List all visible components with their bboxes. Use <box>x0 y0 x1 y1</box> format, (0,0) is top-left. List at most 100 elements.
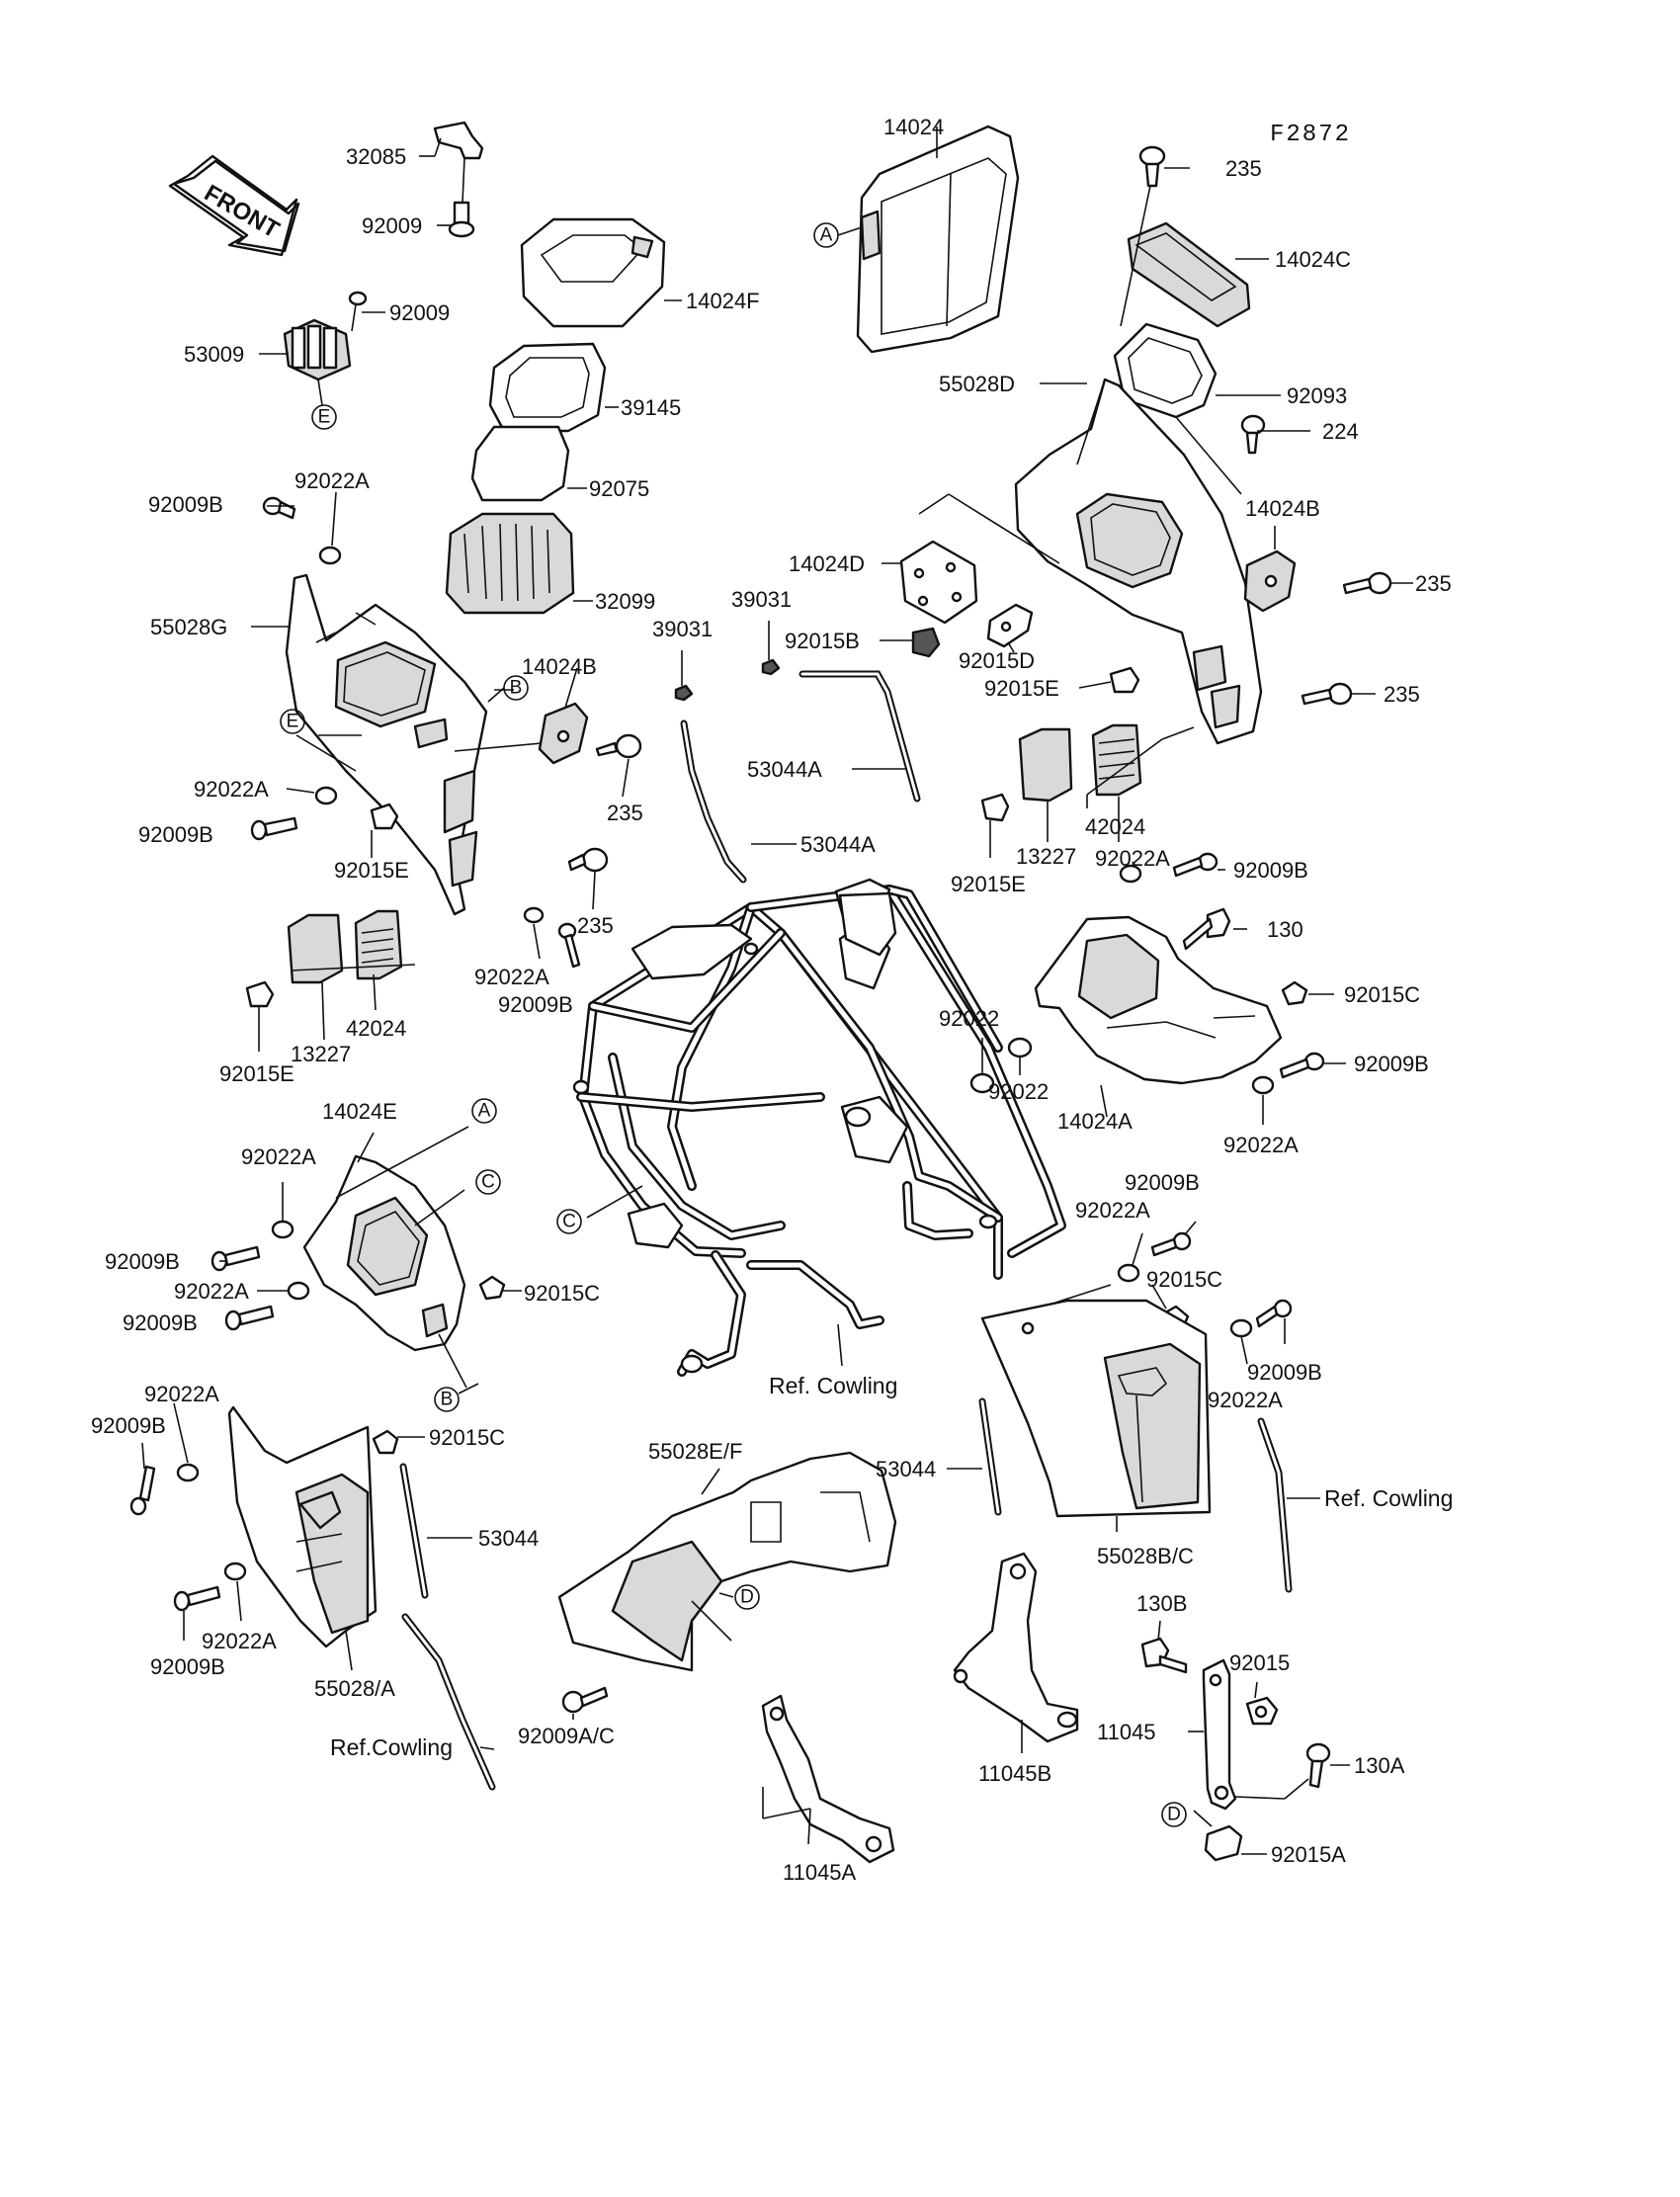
label-92009-top: 92009 <box>362 213 422 238</box>
label-53044-l: 53044 <box>478 1526 539 1551</box>
bolt-92009B-c1 <box>1150 1231 1192 1257</box>
label-92022A-l1: 92022A <box>294 468 370 493</box>
callout-d-right: D <box>1161 1802 1187 1827</box>
label-92009B-l2: 92009B <box>138 822 213 847</box>
bolt-92009-top <box>448 201 475 238</box>
duct-14024A <box>1034 915 1283 1085</box>
label-235-l2: 235 <box>577 913 614 938</box>
label-55028A: 55028/A <box>314 1676 395 1701</box>
relay-pack-left <box>287 909 403 984</box>
nut-92015E-l1 <box>370 803 399 830</box>
label-92009B-e2: 92009B <box>123 1310 198 1335</box>
nut-92015E-r1 <box>1109 666 1140 694</box>
label-92015E-l1: 92015E <box>334 858 409 883</box>
callout-c-left-label: C <box>481 1172 495 1193</box>
nut-92015 <box>1245 1696 1279 1726</box>
washer-92022A-r2 <box>1251 1075 1275 1095</box>
label-92009B-l3: 92009B <box>498 992 573 1017</box>
cover-55028EF <box>557 1451 897 1672</box>
relay-pack-right <box>1018 723 1142 803</box>
nut-92015E-l2 <box>245 980 275 1008</box>
label-53044A-2: 53044A <box>800 832 876 857</box>
washer-92022-b <box>1007 1037 1033 1058</box>
callout-a-mid: A <box>471 1098 497 1124</box>
cowl-55028A <box>227 1405 378 1648</box>
washer-92022A-c2 <box>1229 1318 1253 1338</box>
label-55028BC: 55028B/C <box>1097 1544 1194 1568</box>
callout-a-top-label: A <box>820 225 833 246</box>
label-42024-r: 42024 <box>1085 814 1145 839</box>
label-92009B-bl1: 92009B <box>91 1413 166 1438</box>
label-92015A: 92015A <box>1271 1842 1346 1867</box>
label-92022A-r2: 92022A <box>1223 1133 1299 1157</box>
label-14024C: 14024C <box>1275 247 1351 272</box>
callout-b-mid: B <box>434 1383 479 1412</box>
label-92093: 92093 <box>1287 383 1347 408</box>
callout-e-left-label: E <box>287 712 299 732</box>
bolt-92009B-r1 <box>1172 852 1218 878</box>
bracket-32085 <box>433 121 484 204</box>
washer-92022A-l2 <box>314 786 338 805</box>
label-92015C-r1: 92015C <box>1344 982 1420 1007</box>
duct-14024E <box>302 1154 466 1352</box>
pad-92075 <box>470 425 570 502</box>
label-92015E-r1: 92015E <box>984 676 1059 701</box>
callout-b-left: B <box>487 675 529 703</box>
bolt-235-r2 <box>1342 571 1392 595</box>
callout-e-top: E <box>311 404 337 430</box>
label-92015E-r2: 92015E <box>951 872 1026 896</box>
bolt-235-l2 <box>567 847 609 873</box>
label-92009-mid: 92009 <box>389 300 450 325</box>
label-ref-cowling-1: Ref. Cowling <box>769 1373 897 1398</box>
label-92022A-bl2: 92022A <box>202 1629 277 1653</box>
leader-lines <box>141 127 1413 1855</box>
washer-92022A-e2 <box>287 1281 310 1301</box>
bolt-130 <box>1182 907 1231 951</box>
trim-53044-l <box>399 1463 429 1599</box>
cover-14024F <box>520 217 666 328</box>
label-14024F: 14024F <box>686 289 760 313</box>
label-235-l1: 235 <box>607 801 643 825</box>
lid-14024C <box>1127 221 1251 328</box>
label-55028D: 55028D <box>939 372 1015 396</box>
label-14024D: 14024D <box>789 551 865 576</box>
nut-92015C-r1 <box>1281 980 1308 1006</box>
callout-a-mid-label: A <box>478 1101 491 1122</box>
label-92015: 92015 <box>1229 1650 1290 1675</box>
trim-53044A-2 <box>680 719 747 884</box>
trim-53044-r <box>978 1397 1002 1516</box>
label-92009B-c2: 92009B <box>1247 1360 1322 1385</box>
label-92009B-r2: 92009B <box>1354 1052 1429 1076</box>
gasket-39145 <box>488 342 607 433</box>
label-92022A-c1: 92022A <box>1075 1198 1150 1223</box>
label-92022A-r1: 92022A <box>1095 846 1170 871</box>
bolt-235-r3 <box>1301 682 1353 706</box>
inner-panel-55028D <box>1014 378 1263 745</box>
label-39145: 39145 <box>621 395 681 420</box>
label-ref-cowling-2: Ref. Cowling <box>1324 1485 1453 1511</box>
bracket-11045B <box>953 1552 1079 1743</box>
label-92022A-bl: 92022A <box>144 1382 219 1406</box>
main-frame <box>572 878 1066 1377</box>
bolt-92009B-r2 <box>1279 1052 1325 1079</box>
label-13227-l: 13227 <box>291 1042 351 1066</box>
callout-e-top-label: E <box>318 407 331 428</box>
bolt-130B <box>1140 1637 1188 1674</box>
callout-c-frame-label: C <box>562 1212 576 1232</box>
washer-92022A-l1 <box>318 546 342 565</box>
bolt-224 <box>1240 414 1266 455</box>
label-92022A-l3: 92022A <box>474 965 549 989</box>
washer-92022A-c1 <box>1117 1263 1140 1283</box>
label-55028G: 55028G <box>150 615 227 639</box>
label-ref-cowling-3: Ref.Cowling <box>330 1734 453 1760</box>
label-32085: 32085 <box>346 144 406 169</box>
bolt-235-l1 <box>595 733 642 759</box>
ref-cowling-trim-r <box>1257 1417 1293 1593</box>
label-55028EF: 55028E/F <box>648 1439 742 1464</box>
label-92009B-l1: 92009B <box>148 492 223 517</box>
washer-92022A-e1 <box>271 1220 294 1239</box>
grommet-39031-b <box>761 658 781 676</box>
label-92015C-e: 92015C <box>524 1281 600 1306</box>
callout-c-frame: C <box>556 1209 582 1234</box>
